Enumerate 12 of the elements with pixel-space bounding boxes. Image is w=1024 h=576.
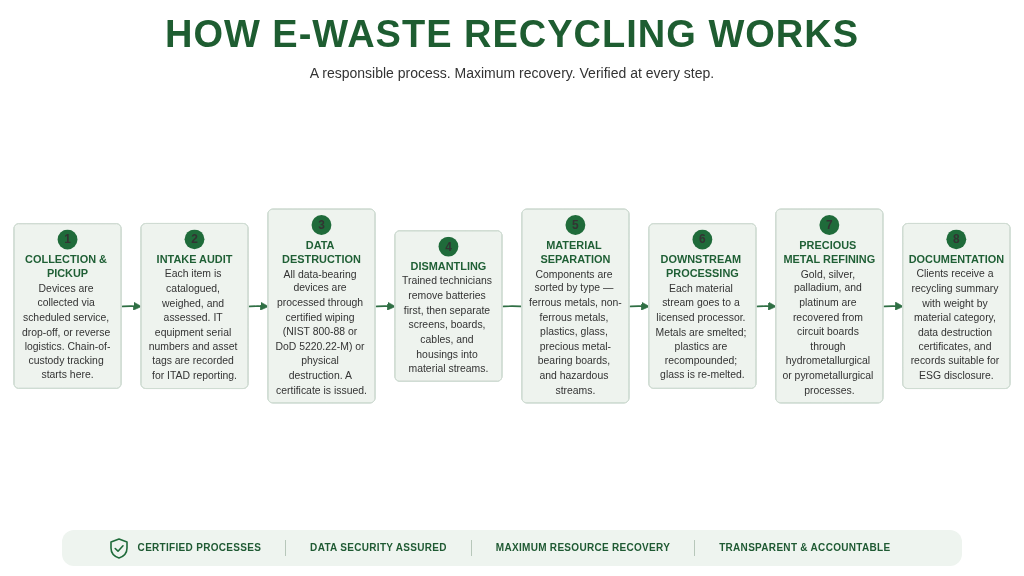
assurance-label: CERTIFIED PROCESSES: [137, 542, 262, 554]
arrow: [120, 301, 142, 311]
assurance-label: TRANSPARENT & ACCOUNTABLE: [719, 542, 891, 554]
arrow: [628, 301, 650, 311]
arrow: [247, 301, 269, 311]
arrow: [374, 301, 396, 311]
assurance-label: MAXIMUM RESOURCE RECOVERY: [495, 542, 671, 554]
arrow: [755, 301, 777, 311]
assurance-label: DATA SECURITY ASSURED: [310, 542, 447, 554]
subtitle: A responsible process. Maximum recovery. Verified at every step.: [309, 64, 715, 82]
title: HOW E-WASTE RECYCLING WORKS: [164, 12, 860, 56]
arrow: [882, 301, 904, 311]
